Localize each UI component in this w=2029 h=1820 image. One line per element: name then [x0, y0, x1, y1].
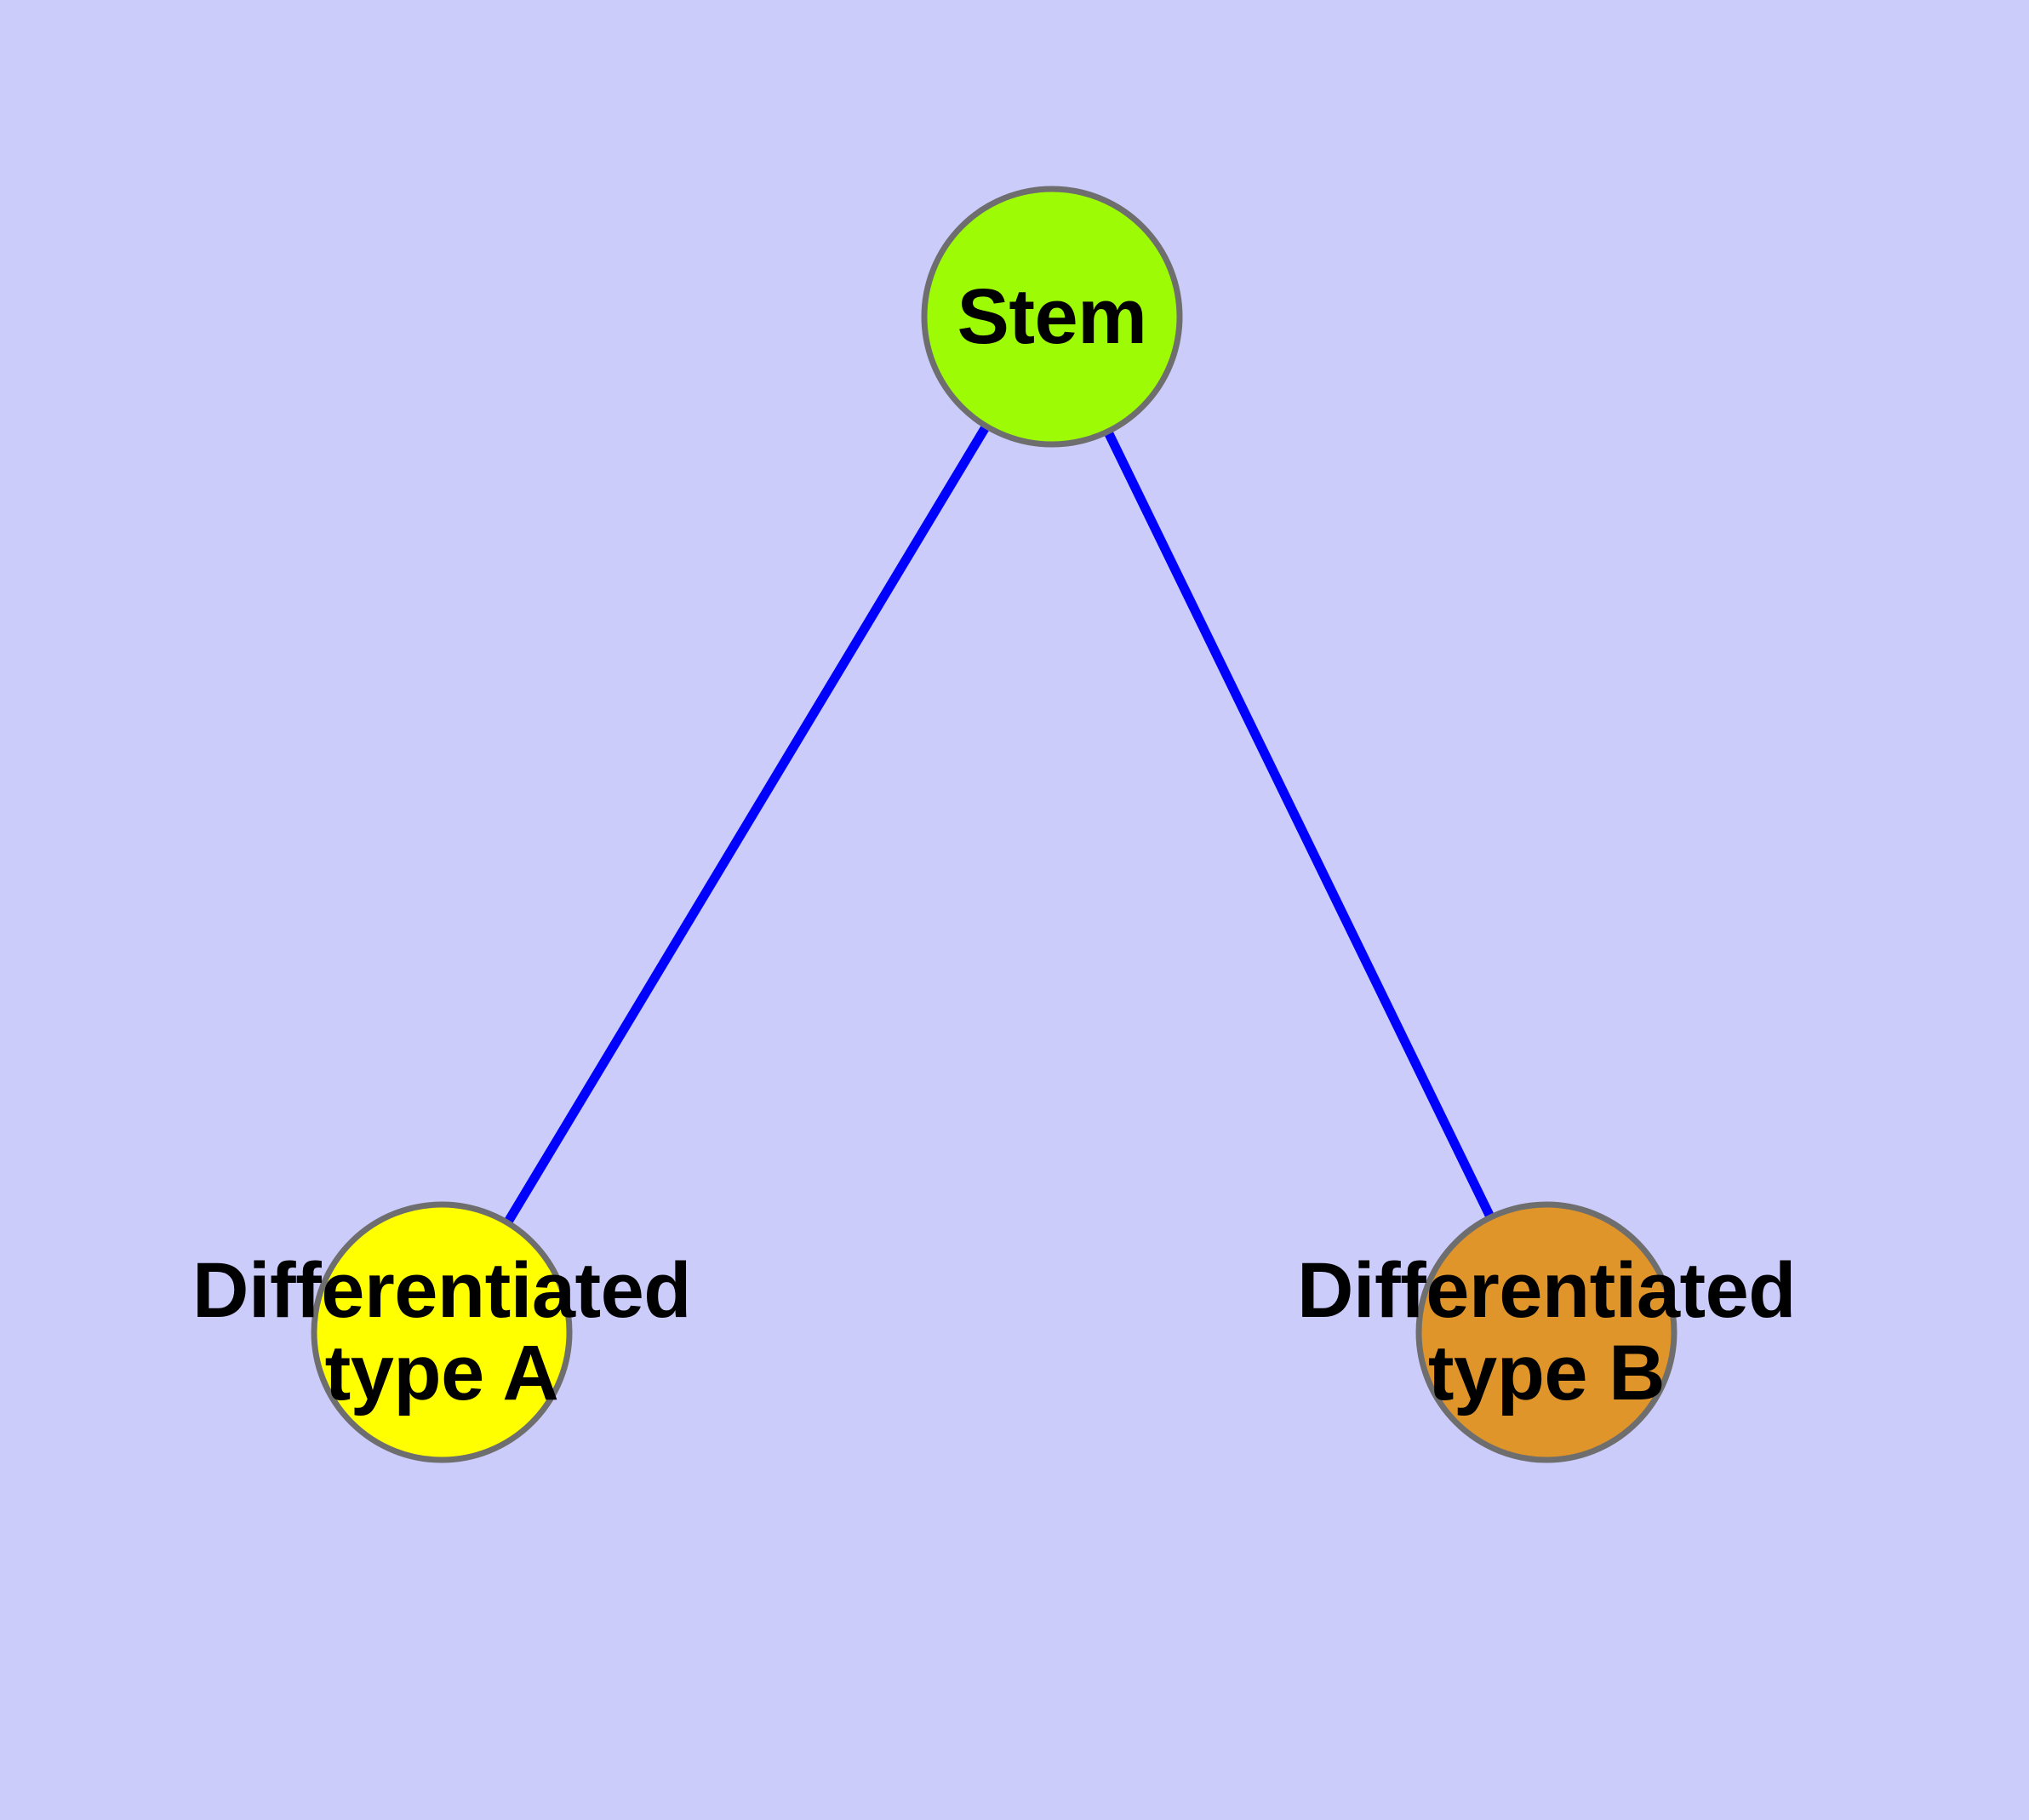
node-circle-differentiated-type-b[interactable]: [1415, 1201, 1677, 1463]
node-layer: [311, 186, 1677, 1463]
edge-stem-to-differentiated-type-a[interactable]: [504, 425, 990, 1224]
node-circle-differentiated-type-a[interactable]: [311, 1201, 573, 1463]
node-circle-stem[interactable]: [921, 186, 1183, 448]
edge-layer: [504, 425, 1495, 1224]
edge-stem-to-differentiated-type-b[interactable]: [1104, 431, 1495, 1218]
